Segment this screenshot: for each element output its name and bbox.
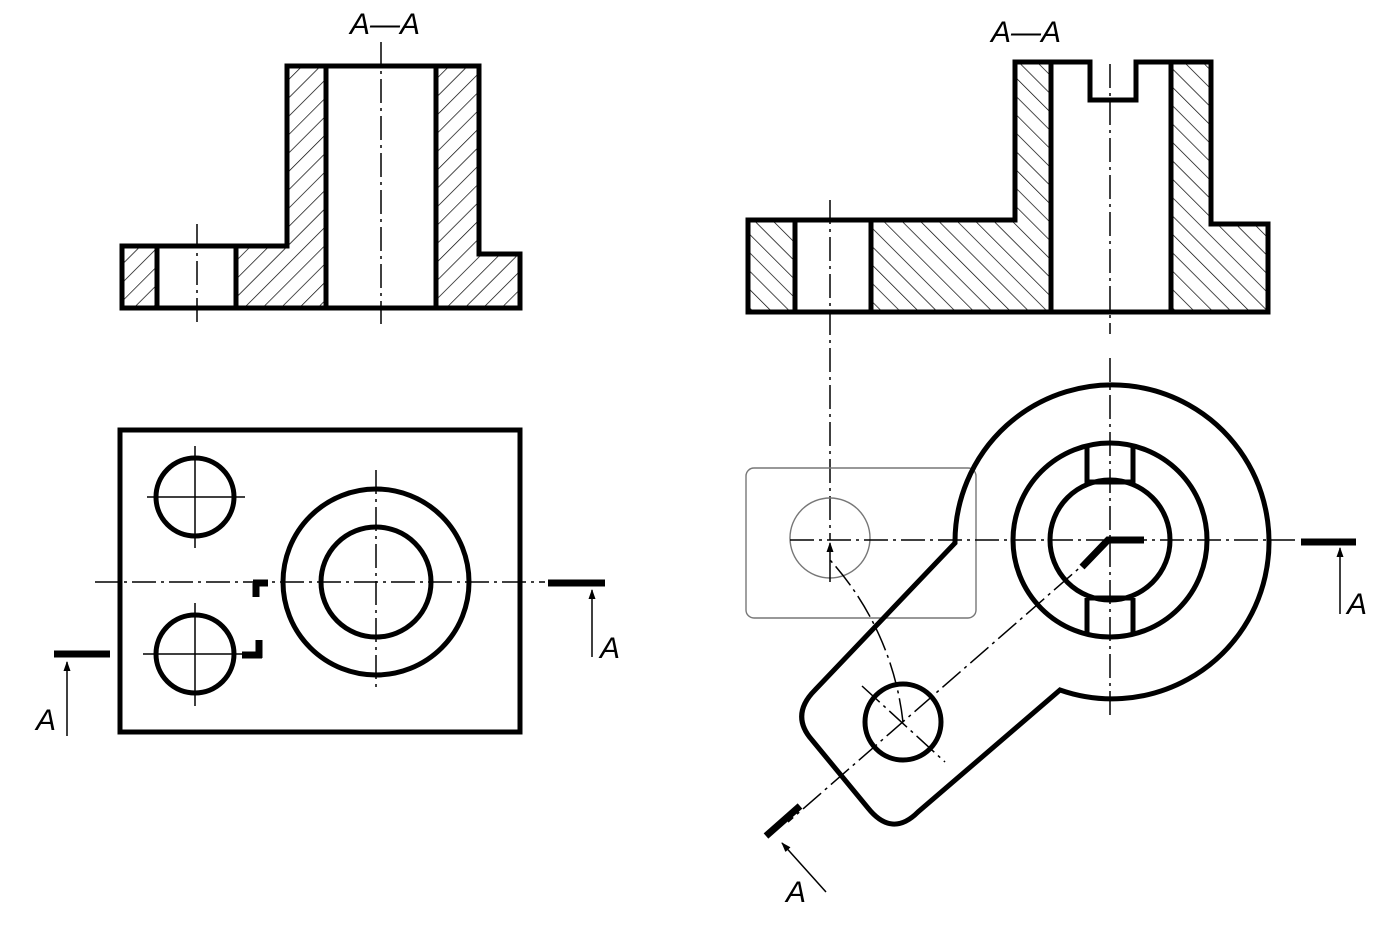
left-section-view: A—A [119,8,523,324]
right-plan-view: A A [745,358,1367,909]
right-plan-bent-cut-plane [1079,536,1144,570]
right-section-hatch-hub-right [1172,64,1268,310]
right-section-outline [745,59,1271,315]
left-section-hatch-boss-left [236,68,326,308]
left-cut-label-right: A [598,632,620,665]
right-cut-label-right: A [1345,588,1367,621]
right-plan-revolved-arm-ghost [745,467,977,619]
right-section-view: A—A [745,16,1271,540]
left-cut-label-left: A [34,704,56,737]
left-plan-outline [117,427,523,735]
right-plan-revolution-arc [829,559,904,723]
right-cut-arrow-left [781,842,827,893]
left-section-outline [119,63,523,311]
right-plan-arm-hole [862,681,944,763]
right-section-hatch-arm-end [750,222,794,310]
right-cut-plane-end-left [763,803,803,839]
left-plan-view: A A [34,427,620,737]
left-section-hatch-flange-left [124,248,156,308]
right-cut-label-left: A [784,876,806,909]
right-section-title: A—A [989,16,1061,49]
left-plan-cut-step-top [252,579,268,597]
right-plan-outline [799,382,1272,827]
left-section-title: A—A [348,8,420,41]
right-section-hatch-arm-body [872,64,1050,310]
right-plan-arm-hole-centerline [861,685,946,763]
left-plan-cut-step-bottom [242,640,263,659]
right-plan-arm-centerline [787,549,1101,823]
